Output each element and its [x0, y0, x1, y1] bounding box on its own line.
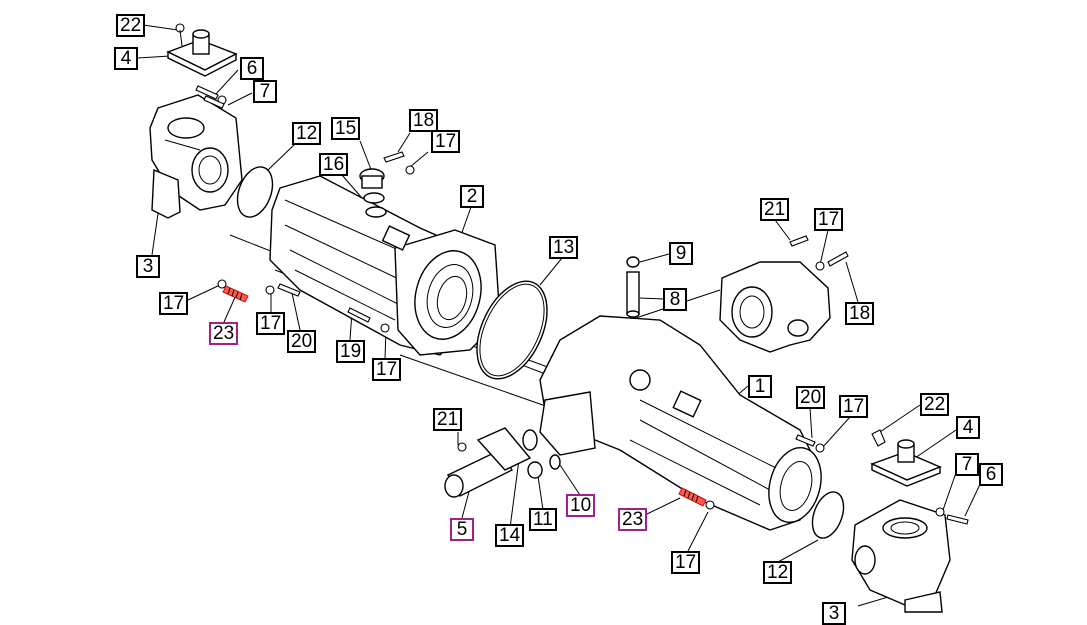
- parts-diagram: 22 4 6 7 12 15 18 17 16 2 3 13 9 8 21 17…: [114, 14, 1003, 625]
- callout-10[interactable]: 10: [566, 494, 596, 517]
- callout-7-bottom[interactable]: 7: [955, 453, 979, 476]
- callout-13[interactable]: 13: [549, 236, 579, 259]
- callout-19[interactable]: 19: [336, 340, 366, 363]
- callout-22-top[interactable]: 22: [116, 14, 146, 37]
- callout-2[interactable]: 2: [460, 185, 484, 208]
- callout-20-right[interactable]: 20: [796, 386, 826, 409]
- callout-3[interactable]: 3: [136, 255, 160, 278]
- callout-18-top[interactable]: 18: [409, 109, 439, 132]
- callout-21-right[interactable]: 21: [760, 198, 790, 221]
- flange-housing-right: [719, 235, 849, 353]
- callout-17-left[interactable]: 17: [159, 292, 189, 315]
- steering-knuckle-right: [851, 499, 951, 613]
- callout-17-br[interactable]: 17: [839, 395, 869, 418]
- red-bolt-23-bottom[interactable]: [678, 487, 707, 507]
- steering-knuckle-left: [149, 94, 243, 219]
- callout-14[interactable]: 14: [495, 524, 525, 547]
- callout-21-bottom[interactable]: 21: [433, 408, 463, 431]
- callout-23-left[interactable]: 23: [209, 322, 239, 345]
- pin-8-9: [626, 256, 640, 318]
- callout-4-top[interactable]: 4: [114, 47, 138, 70]
- king-pin-cap-bottom: [870, 429, 942, 487]
- callout-17-bottom[interactable]: 17: [671, 551, 701, 574]
- callout-12-bottom[interactable]: 12: [763, 561, 793, 584]
- bolt-18-top: [383, 151, 405, 163]
- callout-20-left[interactable]: 20: [287, 330, 317, 353]
- callout-17-lower[interactable]: 17: [372, 358, 402, 381]
- bolts-left-lower: [217, 279, 390, 333]
- callout-6-top[interactable]: 6: [240, 57, 264, 80]
- bolts-20-17-right: [705, 434, 825, 510]
- seal-14: [522, 429, 538, 451]
- callout-17-mid[interactable]: 17: [256, 312, 286, 335]
- input-shaft-5: [444, 427, 532, 498]
- callout-23-bottom[interactable]: 23: [618, 508, 648, 531]
- axle-housing-left: [269, 165, 501, 356]
- axle-exploded-view: [137, 23, 983, 613]
- bolts-6-7-top: [195, 85, 227, 109]
- callout-3-bottom[interactable]: 3: [822, 602, 846, 625]
- callout-5[interactable]: 5: [450, 518, 474, 541]
- callout-11[interactable]: 11: [529, 508, 557, 531]
- breather-plug: [359, 168, 387, 218]
- callout-9[interactable]: 9: [669, 242, 693, 265]
- callout-18-right[interactable]: 18: [845, 302, 875, 325]
- callout-17-right[interactable]: 17: [814, 208, 844, 231]
- callout-6-bottom[interactable]: 6: [979, 463, 1003, 486]
- king-pin-cap-top: [166, 23, 238, 77]
- callout-22-bottom[interactable]: 22: [920, 393, 950, 416]
- callout-7-top[interactable]: 7: [253, 80, 277, 103]
- callout-12-top[interactable]: 12: [292, 122, 322, 145]
- callout-16[interactable]: 16: [319, 153, 349, 176]
- callout-8[interactable]: 8: [663, 288, 687, 311]
- callout-1[interactable]: 1: [748, 375, 772, 398]
- washer-10: [549, 454, 561, 470]
- bolts-6-7-bottom: [935, 507, 969, 525]
- plug-11: [527, 461, 543, 479]
- red-bolt-23-left[interactable]: [222, 285, 249, 303]
- callout-17-top[interactable]: 17: [431, 130, 461, 153]
- center-housing: [539, 315, 822, 531]
- callout-4-bottom[interactable]: 4: [956, 416, 980, 439]
- callout-15[interactable]: 15: [331, 117, 361, 140]
- seal-ring-12-top: [236, 166, 274, 218]
- seal-ring-12-bottom: [811, 491, 845, 539]
